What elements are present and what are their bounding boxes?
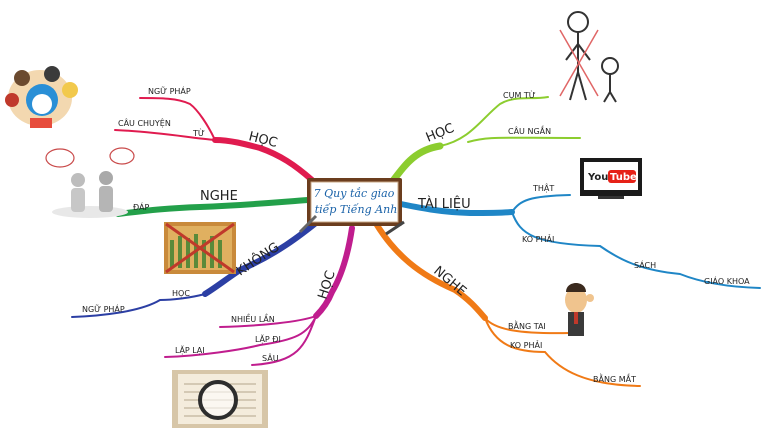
sublabel-tu: TỪ <box>192 127 205 138</box>
branch-khong <box>71 215 325 318</box>
stick-figures-image <box>559 11 619 103</box>
sublabel-cau-chuyen: CÂU CHUYỆN <box>118 117 171 129</box>
branch-hoc-bottom <box>164 225 355 366</box>
label-khong: KHÔNG <box>233 239 282 279</box>
magnifier-book-image <box>172 370 268 428</box>
center-title-line1: 7 Quy tắc giao <box>314 187 395 200</box>
branch-nghe-right <box>372 219 641 387</box>
listening-man-image <box>565 283 594 336</box>
branch-hoc-top-left <box>114 97 315 183</box>
sublabel-nhieu-lan: NHIỀU LẦN <box>231 312 275 324</box>
crossed-books-image <box>164 222 236 274</box>
sublabel-that: THẬT <box>532 182 554 194</box>
sublabel-ngu-phap-khong: NGỮ PHÁP <box>82 303 125 314</box>
sublabel-lap-lai: LẶP LẠI <box>175 344 205 356</box>
sublabel-hoc-khong: HỌC <box>172 289 190 298</box>
youtube-tube-text: Tube <box>610 172 637 183</box>
sublabel-dap: ĐÁP <box>133 201 150 212</box>
youtube-tv-image: You Tube <box>580 158 642 199</box>
pen-icon <box>385 220 405 236</box>
youtube-you-text: You <box>587 172 608 183</box>
sublabel-cum-tu: CỤM TỪ <box>503 89 536 100</box>
talking-people-image <box>45 147 135 218</box>
center-title-line2: tiếp Tiếng Anh <box>315 203 398 216</box>
sublabel-ko-phai-tl: KO PHẢI <box>522 233 554 244</box>
center-topic: 7 Quy tắc giao tiếp Tiếng Anh <box>298 178 405 236</box>
sublabel-sau: SÂU <box>262 352 279 363</box>
sublabel-bang-tai: BẰNG TAI <box>508 319 546 331</box>
branch-tai-lieu <box>393 194 761 289</box>
sublabel-ko-phai-ng: KO PHẢI <box>510 339 542 350</box>
label-hoc-top-left: HỌC <box>247 129 279 151</box>
magnifier-icon <box>198 380 238 420</box>
pencil-icon <box>298 214 318 234</box>
branch-nghe-left <box>115 197 311 217</box>
sublabel-sach: SÁCH <box>634 259 656 270</box>
youtube-logo-icon <box>608 170 636 183</box>
label-tai-lieu: TÀI LIỆU <box>417 196 471 212</box>
sublabel-ngu-phap-hoc: NGỮ PHÁP <box>148 85 191 96</box>
sublabel-giao-khoa: GIÁO KHOA <box>704 275 750 286</box>
sublabel-lap-di: LẶP ĐI <box>255 333 281 345</box>
sublabel-cau-ngan: CÂU NGẮN <box>508 124 551 136</box>
label-nghe-left: NGHE <box>200 189 238 204</box>
sublabel-bang-mat: BẰNG MẮT <box>593 372 636 384</box>
branch-hoc-top-right <box>388 96 581 186</box>
cartoon-characters-image <box>5 66 78 128</box>
